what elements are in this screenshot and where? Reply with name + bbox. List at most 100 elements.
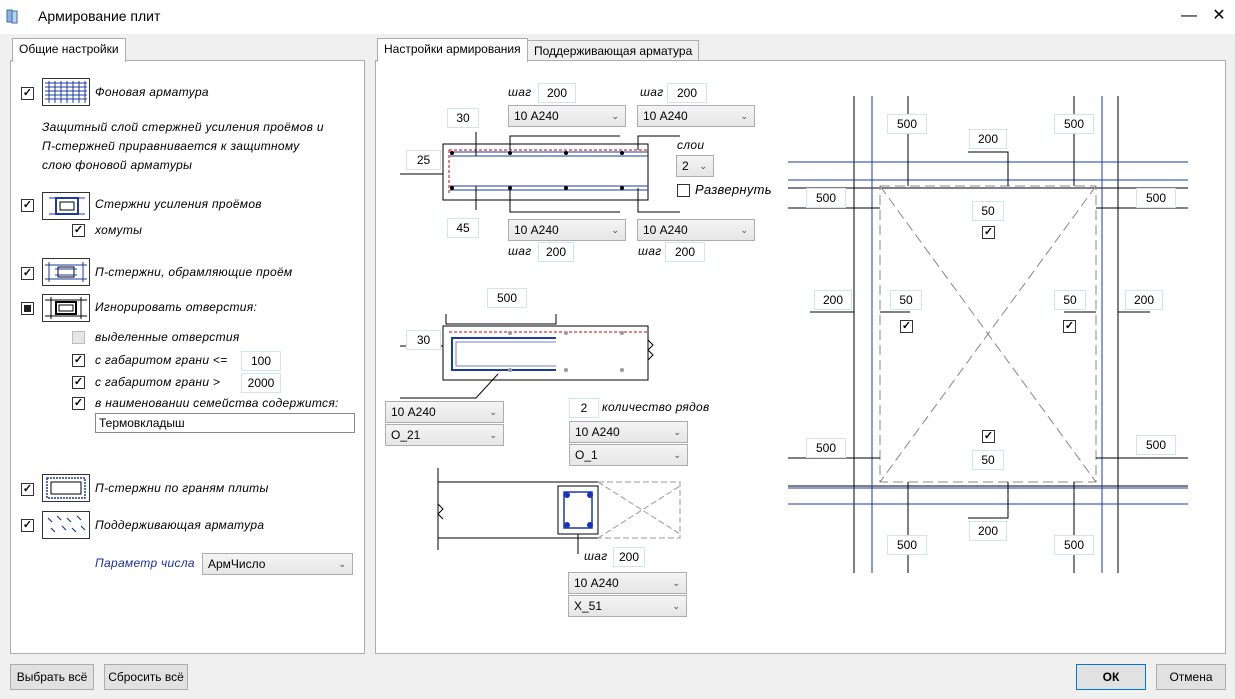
u-bars-edges-checkbox[interactable] (21, 483, 34, 496)
stirrup-step-label: шаг (584, 549, 608, 563)
opening-rebar-icon (42, 192, 90, 220)
rows-count-label: количество рядов (602, 400, 710, 414)
support-rebar-checkbox[interactable] (21, 519, 34, 532)
face-size-gt-checkbox[interactable] (72, 376, 85, 389)
select-all-button[interactable]: Выбрать всё (10, 664, 94, 690)
face-size-gt-input[interactable]: 2000 (241, 373, 281, 393)
stirrup-drawing (437, 468, 681, 554)
plan-left-top-input[interactable]: 500 (806, 188, 846, 208)
bottom-right-bar-select[interactable]: 10 А240⌄ (637, 219, 755, 241)
bottom-right-step-input[interactable]: 200 (665, 242, 705, 262)
opening-rebar-checkbox[interactable] (21, 199, 34, 212)
ok-button[interactable]: ОК (1076, 664, 1146, 690)
support-rebar-icon (42, 511, 90, 539)
rows-shape-select[interactable]: О_1⌄ (569, 444, 688, 466)
top-left-bar-select[interactable]: 10 А240⌄ (508, 105, 626, 127)
plan-top-right-input[interactable]: 500 (1054, 114, 1094, 134)
ignore-holes-icon (42, 294, 90, 322)
ignore-holes-label: Игнорировать отверстия: (95, 300, 258, 314)
u-bars-opening-checkbox[interactable] (21, 267, 34, 280)
top-right-bar-select[interactable]: 10 А240⌄ (637, 105, 755, 127)
background-rebar-label: Фоновая арматура (95, 85, 209, 99)
tab-support-rebar[interactable]: Поддерживающая арматура (527, 40, 700, 62)
family-contains-label: в наименовании семейства содержится: (95, 396, 339, 410)
plan-bottom-checkbox[interactable] (982, 430, 995, 443)
tab-rebar-settings[interactable]: Настройки армирования (377, 38, 528, 62)
face-size-le-label: с габаритом грани <= (95, 353, 228, 367)
plan-drawing (788, 96, 1188, 573)
selected-holes-checkbox[interactable] (72, 331, 85, 344)
family-contains-input[interactable]: Термовкладыш (95, 413, 355, 433)
face-size-gt-label: с габаритом грани > (95, 375, 221, 389)
rebar-settings-panel (375, 60, 1226, 654)
stirrup-bar-select[interactable]: 10 А240⌄ (568, 572, 687, 594)
support-rebar-label: Поддерживающая арматура (95, 518, 265, 532)
plan-top-in-input[interactable]: 50 (972, 201, 1004, 221)
stirrup-step-input[interactable]: 200 (613, 547, 645, 567)
ignore-holes-checkbox[interactable] (21, 302, 34, 315)
opening-rebar-label: Стержни усиления проёмов (95, 197, 262, 211)
step-label: шаг (638, 244, 662, 258)
plan-top-checkbox[interactable] (982, 226, 995, 239)
u-bars-edges-icon (42, 474, 90, 502)
plan-top-left-input[interactable]: 500 (887, 114, 927, 134)
step-label: шаг (508, 85, 532, 99)
plan-left-out-input[interactable]: 200 (814, 290, 852, 310)
plan-right-in-input[interactable]: 50 (1054, 290, 1086, 310)
plan-left-bottom-input[interactable]: 500 (806, 438, 846, 458)
plan-right-bottom-input[interactable]: 500 (1136, 435, 1176, 455)
plan-bottom-mid-input[interactable]: 200 (969, 521, 1007, 541)
close-button[interactable]: ✕ (1212, 7, 1226, 24)
edge-bar-select[interactable]: 10 А240⌄ (385, 401, 504, 423)
edge-shape-select[interactable]: О_21⌄ (385, 424, 504, 446)
u-bars-edges-label: П-стержни по граням плиты (95, 481, 269, 495)
tab-general-settings[interactable]: Общие настройки (12, 38, 126, 62)
minimize-button[interactable]: — (1181, 7, 1197, 24)
bottom-left-step-input[interactable]: 200 (538, 242, 574, 262)
plan-right-checkbox[interactable] (1063, 320, 1076, 333)
cancel-button[interactable]: Отмена (1156, 664, 1226, 690)
top-right-step-input[interactable]: 200 (667, 83, 707, 103)
cover-top-input[interactable]: 30 (447, 108, 479, 128)
reset-all-button[interactable]: Сбросить всё (104, 664, 188, 690)
mesh-icon (42, 78, 90, 106)
expand-label: Развернуть (695, 182, 772, 197)
layers-label: слои (677, 138, 705, 152)
step-label: шаг (640, 85, 664, 99)
window-title: Армирование плит (38, 8, 161, 24)
step-label: шаг (508, 244, 532, 258)
plan-top-mid-input[interactable]: 200 (969, 129, 1007, 149)
plan-bottom-right-input[interactable]: 500 (1054, 535, 1094, 555)
plan-left-checkbox[interactable] (900, 320, 913, 333)
plan-bottom-left-input[interactable]: 500 (887, 535, 927, 555)
plan-bottom-in-input[interactable]: 50 (972, 450, 1004, 470)
edge-length-input[interactable]: 500 (487, 288, 527, 308)
bottom-left-bar-select[interactable]: 10 А240⌄ (508, 219, 626, 241)
cover-bottom-input[interactable]: 45 (447, 218, 479, 238)
stirrup-shape-select[interactable]: Х_51⌄ (568, 595, 687, 617)
stirrups-checkbox[interactable] (72, 224, 85, 237)
plan-right-out-input[interactable]: 200 (1125, 290, 1163, 310)
expand-checkbox[interactable] (677, 184, 690, 197)
u-bars-opening-label: П-стержни, обрамляющие проём (95, 265, 293, 279)
edge-cover-input[interactable]: 30 (406, 330, 441, 350)
face-size-le-input[interactable]: 100 (241, 351, 281, 371)
u-bars-opening-icon (42, 258, 90, 286)
rows-bar-select[interactable]: 10 А240⌄ (569, 421, 688, 443)
stirrups-label: хомуты (95, 223, 143, 237)
section-drawing (400, 132, 680, 213)
param-select[interactable]: АрмЧисло⌄ (202, 553, 353, 575)
cover-left-input[interactable]: 25 (406, 150, 441, 170)
plan-left-in-input[interactable]: 50 (890, 290, 922, 310)
app-icon (6, 9, 18, 24)
title-bar: Армирование плит — ✕ (0, 0, 1235, 34)
rows-count-input[interactable]: 2 (569, 398, 599, 418)
layers-select[interactable]: 2⌄ (676, 155, 714, 177)
top-left-step-input[interactable]: 200 (538, 83, 576, 103)
selected-holes-label: выделенные отверстия (95, 330, 240, 344)
plan-right-top-input[interactable]: 500 (1136, 188, 1176, 208)
background-rebar-checkbox[interactable] (21, 87, 34, 100)
cover-note: Защитный слой стержней усиления проёмов … (42, 120, 324, 172)
family-contains-checkbox[interactable] (72, 397, 85, 410)
face-size-le-checkbox[interactable] (72, 354, 85, 367)
